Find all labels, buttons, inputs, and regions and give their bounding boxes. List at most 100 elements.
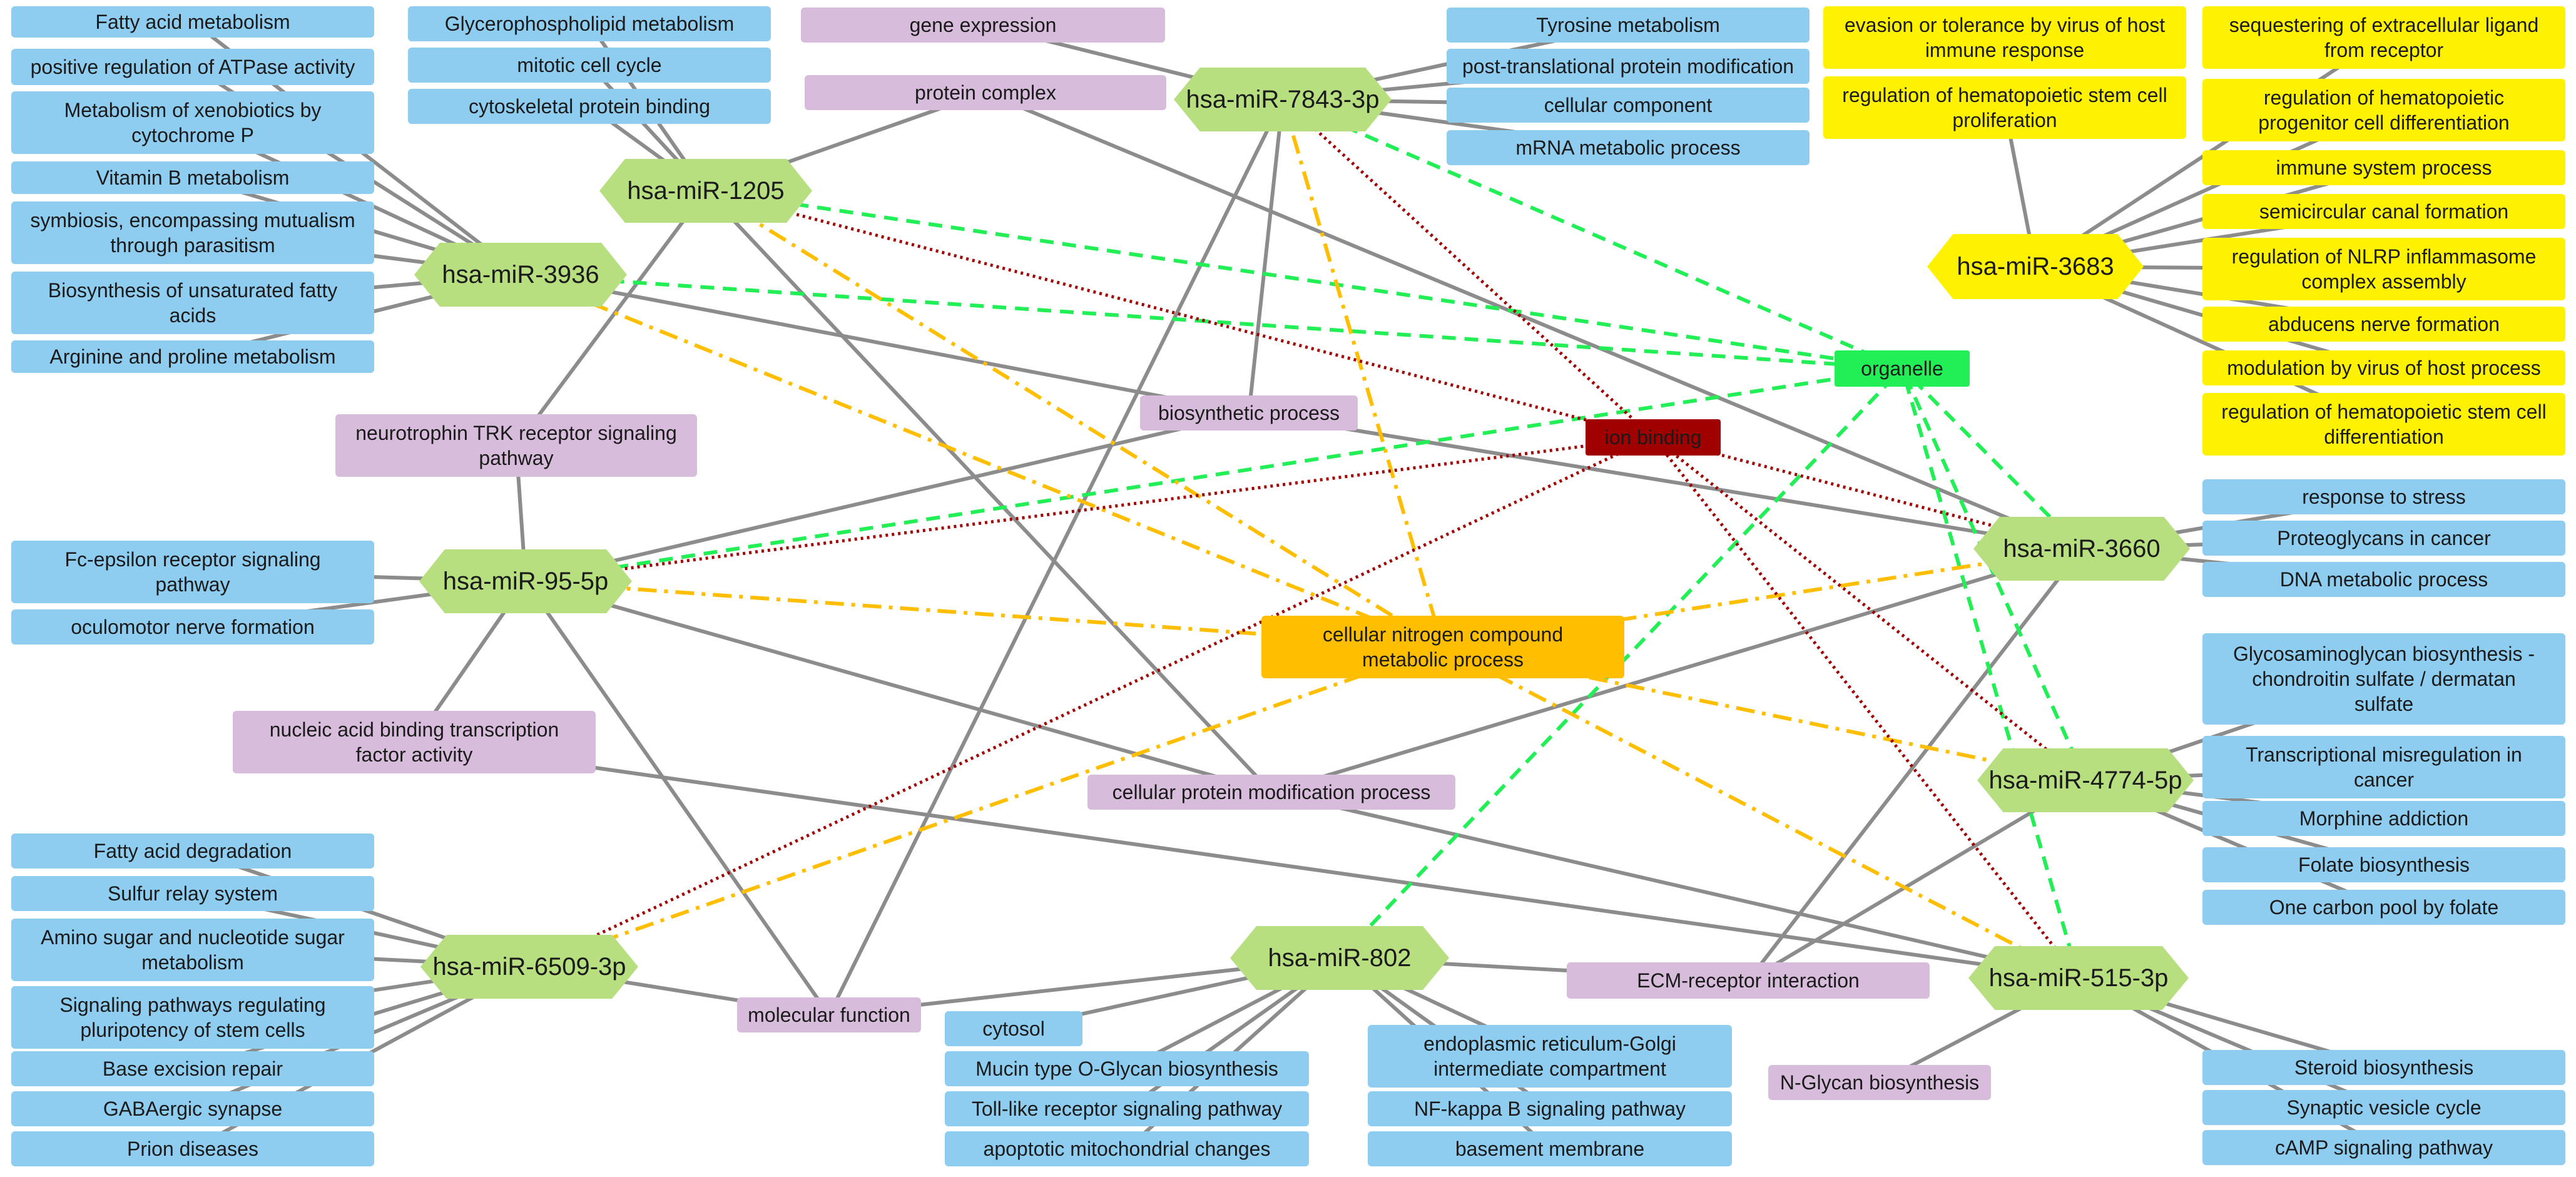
edge-mir1205-organelle <box>705 189 1903 370</box>
edge-mir3936-biosynthetic <box>520 273 1250 415</box>
edge-mir3936-organelle <box>520 273 1903 370</box>
edge-mir515-cpmp <box>1271 790 2079 980</box>
node-unsat-fatty: Biosynthesis of unsaturated fatty acids <box>11 272 374 334</box>
node-organelle: organelle <box>1835 350 1970 387</box>
node-immune: immune system process <box>2202 150 2565 185</box>
node-molecular-function: molecular function <box>737 997 921 1032</box>
edge-mir1205-ion_binding <box>705 189 1654 439</box>
node-reg-hpcd: regulation of hematopoietic progenitor c… <box>2202 79 2565 141</box>
node-nabtf: nucleic acid binding transcription facto… <box>233 711 596 773</box>
node-sulfur: Sulfur relay system <box>11 876 374 911</box>
node-gag: Glycosaminoglycan biosynthesis - chondro… <box>2202 633 2565 725</box>
node-mir4774: hsa-miR-4774-5p <box>1977 748 2194 812</box>
edge-mir3660-protein_complex <box>984 91 2083 551</box>
node-camp: cAMP signaling pathway <box>2202 1130 2565 1165</box>
edge-mir7843-biosynthetic <box>1247 99 1285 414</box>
edge-mir7843-ion_binding <box>1281 98 1654 439</box>
edge-mir1205-cpmp <box>704 189 1273 794</box>
node-cytosol: cytosol <box>945 1011 1082 1046</box>
node-sequestering: sequestering of extracellular ligand fro… <box>2202 6 2565 69</box>
node-biosynthetic: biosynthetic process <box>1140 395 1358 431</box>
edge-mir4774-ion_binding <box>1652 436 2087 782</box>
edge-mir1205-neurotrophin <box>514 190 708 447</box>
node-fatty-deg: Fatty acid degradation <box>11 833 374 869</box>
node-mir3683: hsa-miR-3683 <box>1927 234 2144 299</box>
node-apoptotic: apoptotic mitochondrial changes <box>945 1131 1309 1166</box>
node-mir515: hsa-miR-515-3p <box>1968 946 2189 1010</box>
node-synaptic: Synaptic vesicle cycle <box>2202 1090 2565 1125</box>
edge-mir6509-cnc <box>529 645 1443 969</box>
node-cpmp: cellular protein modification process <box>1087 775 1455 810</box>
node-pos-reg-atpase: positive regulation of ATPase activity <box>11 49 374 85</box>
node-modulation-virus: modulation by virus of host process <box>2202 350 2565 385</box>
edge-mir515-organelle <box>1900 368 2080 979</box>
edge-mir95-organelle <box>525 367 1903 583</box>
node-mir802: hsa-miR-802 <box>1230 926 1449 990</box>
node-gabaergic: GABAergic synapse <box>11 1091 374 1126</box>
node-semicircular: semicircular canal formation <box>2202 194 2565 229</box>
edge-mir3660-cpmp <box>1271 547 2082 794</box>
node-mir7843: hsa-miR-7843-3p <box>1174 68 1392 131</box>
node-basement: basement membrane <box>1368 1131 1732 1166</box>
node-mir95: hsa-miR-95-5p <box>419 549 632 613</box>
node-ion-binding: ion binding <box>1586 419 1721 456</box>
edge-mir7843-molecular_function <box>827 98 1285 1016</box>
node-mir1205: hsa-miR-1205 <box>599 159 812 223</box>
node-mir3660: hsa-miR-3660 <box>1973 517 2190 581</box>
edge-mir95-molecular_function <box>524 580 831 1016</box>
edge-mir515-ion_binding <box>1652 436 2080 979</box>
node-base-excision: Base excision repair <box>11 1051 374 1086</box>
node-proteoglycans: Proteoglycans in cancer <box>2202 521 2565 556</box>
edge-mir4774-ecm <box>1747 778 2087 982</box>
edge-mir3660-organelle <box>1900 367 2084 551</box>
node-fc-epsilon: Fc-epsilon receptor signaling pathway <box>11 541 374 603</box>
node-mrna-metabolic: mRNA metabolic process <box>1447 130 1810 165</box>
edge-mir4774-organelle <box>1900 367 2087 782</box>
edge-mir515-nabtf <box>414 740 2079 980</box>
edge-mir95-biosynthetic <box>525 411 1250 583</box>
node-folate: Folate biosynthesis <box>2202 847 2565 882</box>
node-mucin: Mucin type O-Glycan biosynthesis <box>945 1051 1309 1086</box>
node-reg-hsc-diff: regulation of hematopoietic stem cell di… <box>2202 393 2565 456</box>
node-gene-expression: gene expression <box>801 8 1165 43</box>
edge-mir4774-cnc <box>1442 645 2086 782</box>
node-prion: Prion diseases <box>11 1131 374 1166</box>
node-nlrp: regulation of NLRP inflammasome complex … <box>2202 238 2565 300</box>
edge-mir3660-biosynthetic <box>1248 411 2082 551</box>
node-steroid: Steroid biosynthesis <box>2202 1050 2565 1085</box>
node-cnc: cellular nitrogen compound metabolic pro… <box>1261 616 1624 678</box>
node-glycerophospho: Glycerophospholipid metabolism <box>408 6 771 41</box>
edge-mir3660-ion_binding <box>1652 436 2082 551</box>
node-ecm: ECM-receptor interaction <box>1567 962 1930 999</box>
edge-mir95-ion_binding <box>525 436 1654 583</box>
edge-mir7843-cnc <box>1281 99 1445 648</box>
node-reg-hsc-prolif: regulation of hematopoietic stem cell pr… <box>1823 76 2186 139</box>
node-fatty-acid-metabolism: Fatty acid metabolism <box>11 6 374 38</box>
node-amino-sugar: Amino sugar and nucleotide sugar metabol… <box>11 919 374 981</box>
node-ptm: post-translational protein modification <box>1447 49 1810 84</box>
edge-mir95-cpmp <box>525 579 1272 794</box>
node-abducens: abducens nerve formation <box>2202 307 2565 342</box>
node-oculomotor: oculomotor nerve formation <box>11 609 374 645</box>
node-one-carbon: One carbon pool by folate <box>2202 890 2565 925</box>
node-evasion: evasion or tolerance by virus of host im… <box>1823 6 2186 69</box>
node-mir3936: hsa-miR-3936 <box>414 243 627 307</box>
node-arginine: Arginine and proline metabolism <box>11 340 374 373</box>
node-mir6509: hsa-miR-6509-3p <box>420 935 638 999</box>
edge-mir6509-ion_binding <box>528 436 1654 969</box>
node-mitotic: mitotic cell cycle <box>408 48 771 83</box>
node-cell-component: cellular component <box>1447 88 1810 123</box>
node-morphine: Morphine addiction <box>2202 801 2565 836</box>
node-pluripotency: Signaling pathways regulating pluripoten… <box>11 986 374 1049</box>
node-xenobiotics: Metabolism of xenobiotics by cytochrome … <box>11 91 374 154</box>
node-neurotrophin: neurotrophin TRK receptor signaling path… <box>335 414 697 477</box>
node-dna-metabolic: DNA metabolic process <box>2202 562 2565 597</box>
edge-mir515-cnc <box>1442 645 2080 980</box>
node-tlr: Toll-like receptor signaling pathway <box>945 1091 1309 1126</box>
node-nfkb: NF-kappa B signaling pathway <box>1368 1091 1732 1126</box>
node-symbiosis: symbiosis, encompassing mutualism throug… <box>11 201 374 264</box>
edge-mir3660-ecm <box>1746 548 2084 982</box>
node-response-stress: response to stress <box>2202 479 2565 514</box>
